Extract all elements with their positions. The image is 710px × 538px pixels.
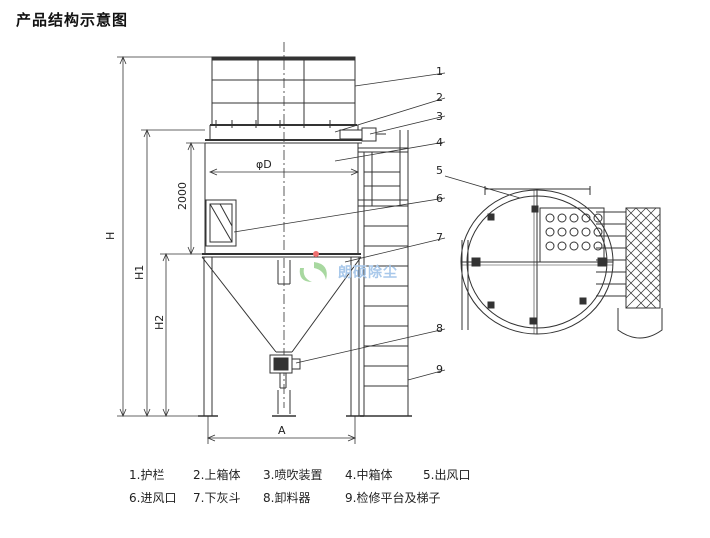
callout-3: 3: [436, 110, 443, 123]
callout-2: 2: [436, 91, 443, 104]
legend-item-6: 6.进风口: [129, 491, 177, 505]
watermark-logo: [299, 251, 327, 282]
guardrail: [210, 56, 357, 126]
page-title: 产品结构示意图: [16, 11, 129, 29]
legend-item-8: 8.卸料器: [263, 491, 311, 505]
legend-item-9: 9.检修平台及梯子: [345, 491, 441, 505]
callout-numbers: 1 2 3 4 5 6 7 8 9: [436, 65, 443, 376]
legend-item-3: 3.喷吹装置: [263, 468, 323, 482]
air-inlet: [205, 199, 237, 247]
pipe-stub: [277, 260, 291, 414]
middle-box: [202, 143, 361, 258]
legend-item-7: 7.下灰斗: [193, 491, 241, 505]
callout-8: 8: [436, 322, 443, 335]
watermark-text: 朗硕除尘: [338, 265, 398, 281]
callout-6: 6: [436, 192, 443, 205]
leader-lines: [233, 72, 521, 381]
callout-7: 7: [436, 231, 443, 244]
dimension-lines: [117, 55, 360, 444]
legend-item-1: 1.护栏: [129, 468, 165, 482]
label-2000: 2000: [176, 182, 189, 210]
upper-box: [205, 120, 362, 144]
label-H2: H2: [153, 315, 166, 330]
label-H1: H1: [133, 265, 146, 280]
blowing-device: [339, 127, 386, 142]
label-A: A: [278, 424, 286, 437]
callout-1: 1: [436, 65, 443, 78]
discharger: [269, 354, 301, 389]
callout-4: 4: [436, 136, 443, 149]
dimension-labels: H H1 H2 2000 φD A: [104, 158, 286, 437]
lower-hopper: [201, 256, 362, 353]
plan-view: [460, 186, 663, 339]
legend-item-2: 2.上箱体: [193, 468, 241, 482]
callout-9: 9: [436, 363, 443, 376]
callout-5: 5: [436, 164, 443, 177]
maintenance-ladder: [358, 130, 412, 417]
label-phi-d: φD: [256, 158, 272, 171]
support-legs: [198, 257, 364, 417]
legend-item-5: 5.出风口: [423, 468, 471, 482]
legend-item-4: 4.中箱体: [345, 468, 393, 482]
label-H: H: [104, 232, 117, 240]
